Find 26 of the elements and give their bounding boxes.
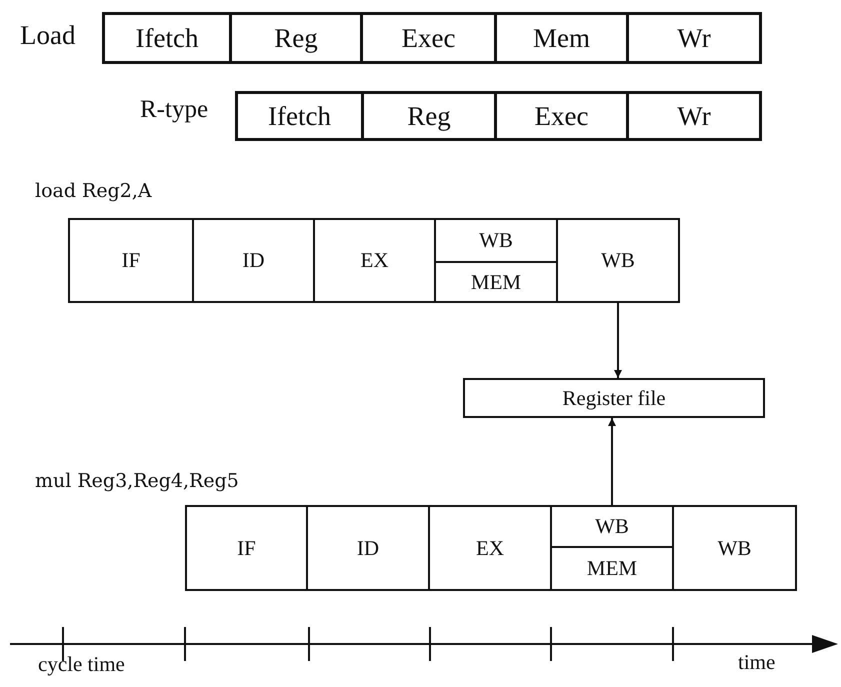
- arrow: [614, 303, 622, 378]
- pipeline-stage-box: WB: [556, 218, 680, 303]
- pipeline-stage-box: Ifetch: [235, 91, 364, 141]
- pipeline-stage-box: EX: [313, 218, 436, 303]
- pipeline-stage-box: Wr: [626, 12, 762, 64]
- arrow: [608, 418, 616, 505]
- pipeline-stage-box: IF: [185, 505, 308, 591]
- pipeline-stage-box: Reg: [229, 12, 363, 64]
- pipeline-stage-box: Wr: [626, 91, 762, 141]
- pipeline-stage-box: IF: [68, 218, 194, 303]
- pipeline-stage-box: Exec: [494, 91, 629, 141]
- pipeline-stage-box: WB: [672, 505, 797, 591]
- instruction-label: load Reg2,A: [35, 180, 152, 202]
- pipeline-stage-box: Mem: [494, 12, 629, 64]
- pipeline-stage-box: Reg: [361, 91, 497, 141]
- pipeline-stage-box: EX: [428, 505, 552, 591]
- pipeline-stage-box: Exec: [360, 12, 497, 64]
- pipeline-stage-box: Ifetch: [102, 12, 232, 64]
- axis-label: cycle time: [38, 652, 125, 677]
- register-file-box: Register file: [463, 378, 765, 418]
- pipeline-stage-box: ID: [306, 505, 430, 591]
- instruction-label: mul Reg3,Reg4,Reg5: [35, 470, 239, 492]
- row-label: Load: [20, 20, 76, 51]
- row-label: R-type: [140, 96, 208, 124]
- pipeline-stage-box: ID: [192, 218, 315, 303]
- axis-label: time: [738, 650, 776, 675]
